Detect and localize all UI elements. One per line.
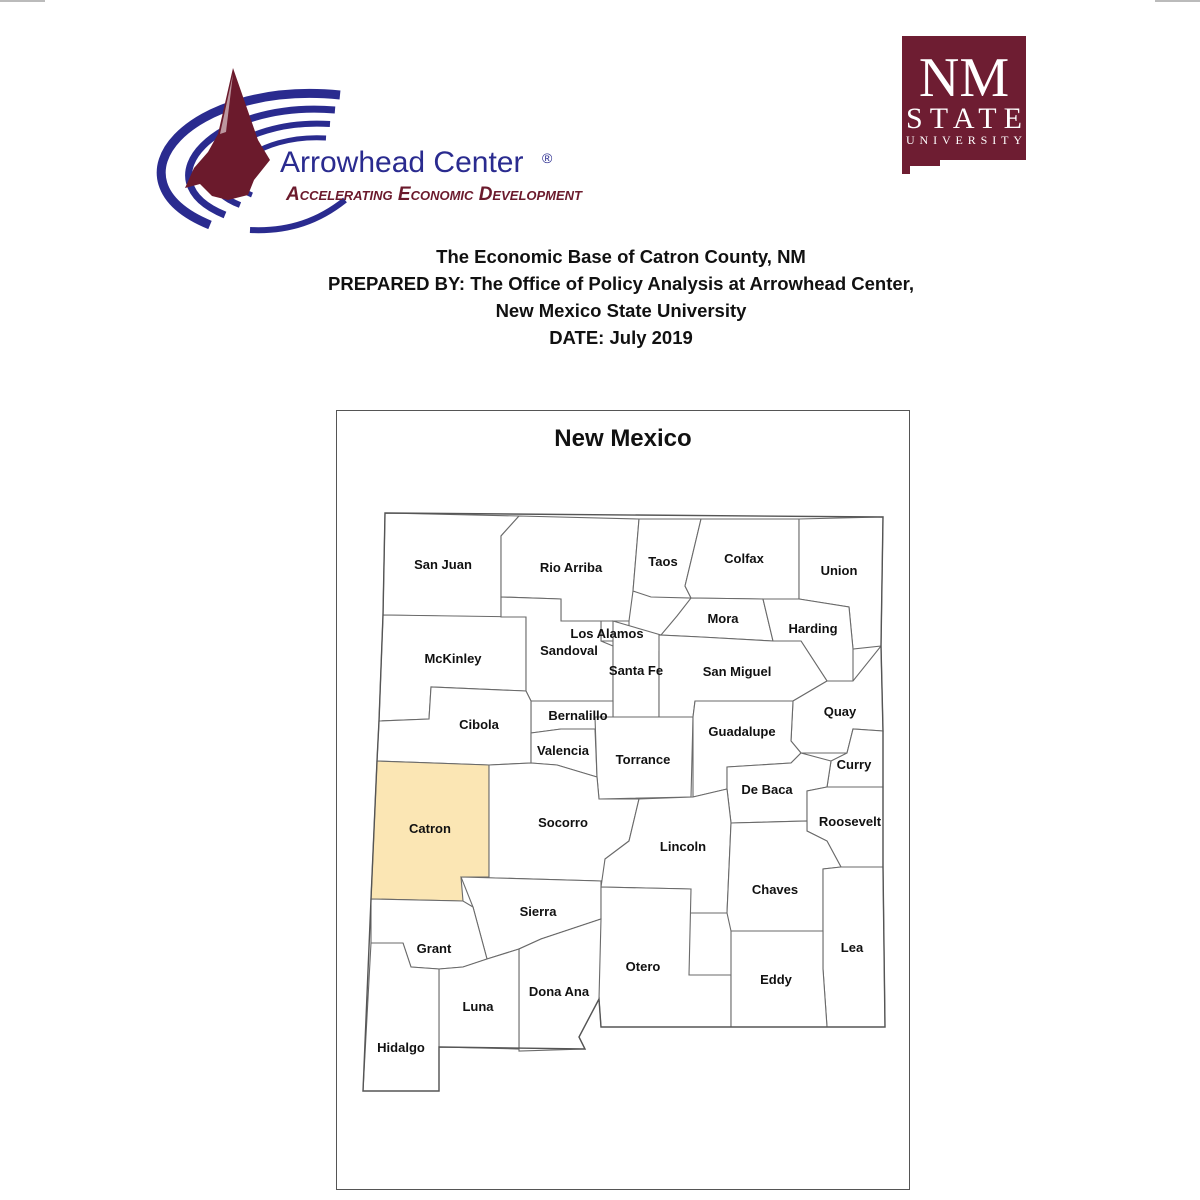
logo-name: Arrowhead Center <box>280 146 523 179</box>
label-hidalgo: Hidalgo <box>377 1040 425 1055</box>
label-quay: Quay <box>824 704 857 719</box>
label-eddy: Eddy <box>760 972 793 987</box>
map-frame: New Mexico <box>336 410 910 1190</box>
arrowhead-center-logo: Arrowhead Center ® Accelerating Economic… <box>156 68 583 234</box>
top-edge-rule-left <box>0 0 45 2</box>
report-prepared-by: PREPARED BY: The Office of Policy Analys… <box>328 273 914 294</box>
label-cibola: Cibola <box>459 717 499 732</box>
label-dona-ana: Dona Ana <box>529 984 590 999</box>
label-san-juan: San Juan <box>414 557 472 572</box>
label-bernalillo: Bernalillo <box>548 708 607 723</box>
nmsu-logo-shape <box>902 36 1026 174</box>
map-title: New Mexico <box>554 425 692 452</box>
report-date: DATE: July 2019 <box>549 327 693 348</box>
label-chaves: Chaves <box>752 882 798 897</box>
county-torrance <box>594 716 694 800</box>
nmsu-logo-nm: NM <box>919 47 1009 109</box>
report-institution: New Mexico State University <box>495 300 747 321</box>
county-eddy <box>730 930 828 1028</box>
label-sierra: Sierra <box>520 904 558 919</box>
label-los-alamos: Los Alamos <box>570 626 643 641</box>
new-mexico-map: San Juan Rio Arriba Taos Colfax Union Mo… <box>362 512 886 1092</box>
label-lea: Lea <box>841 940 864 955</box>
label-luna: Luna <box>462 999 494 1014</box>
label-harding: Harding <box>788 621 837 636</box>
label-union: Union <box>821 563 858 578</box>
label-de-baca: De Baca <box>741 782 793 797</box>
label-otero: Otero <box>626 959 661 974</box>
label-rio-arriba: Rio Arriba <box>540 560 603 575</box>
label-roosevelt: Roosevelt <box>819 814 882 829</box>
label-valencia: Valencia <box>537 743 590 758</box>
registered-mark: ® <box>542 150 553 166</box>
label-guadalupe: Guadalupe <box>708 724 775 739</box>
label-socorro: Socorro <box>538 815 588 830</box>
arrowhead-icon <box>185 68 270 200</box>
label-torrance: Torrance <box>616 752 671 767</box>
label-santa-fe: Santa Fe <box>609 663 663 678</box>
report-title: The Economic Base of Catron County, NM <box>436 246 806 267</box>
state-outline <box>362 512 886 1092</box>
label-san-miguel: San Miguel <box>703 664 772 679</box>
label-curry: Curry <box>837 757 872 772</box>
label-colfax: Colfax <box>724 551 765 566</box>
label-mckinley: McKinley <box>424 651 482 666</box>
arrowhead-highlight <box>220 74 233 134</box>
logo-tagline: Accelerating Economic Development <box>285 184 583 205</box>
label-grant: Grant <box>417 941 452 956</box>
report-title-block: The Economic Base of Catron County, NM P… <box>300 243 942 351</box>
label-mora: Mora <box>707 611 739 626</box>
label-lincoln: Lincoln <box>660 839 706 854</box>
label-catron: Catron <box>409 821 451 836</box>
nmsu-logo: NM STATE UNIVERSITY <box>902 36 1026 174</box>
label-sandoval: Sandoval <box>540 643 598 658</box>
label-taos: Taos <box>648 554 677 569</box>
top-edge-rule-right <box>1155 0 1200 2</box>
